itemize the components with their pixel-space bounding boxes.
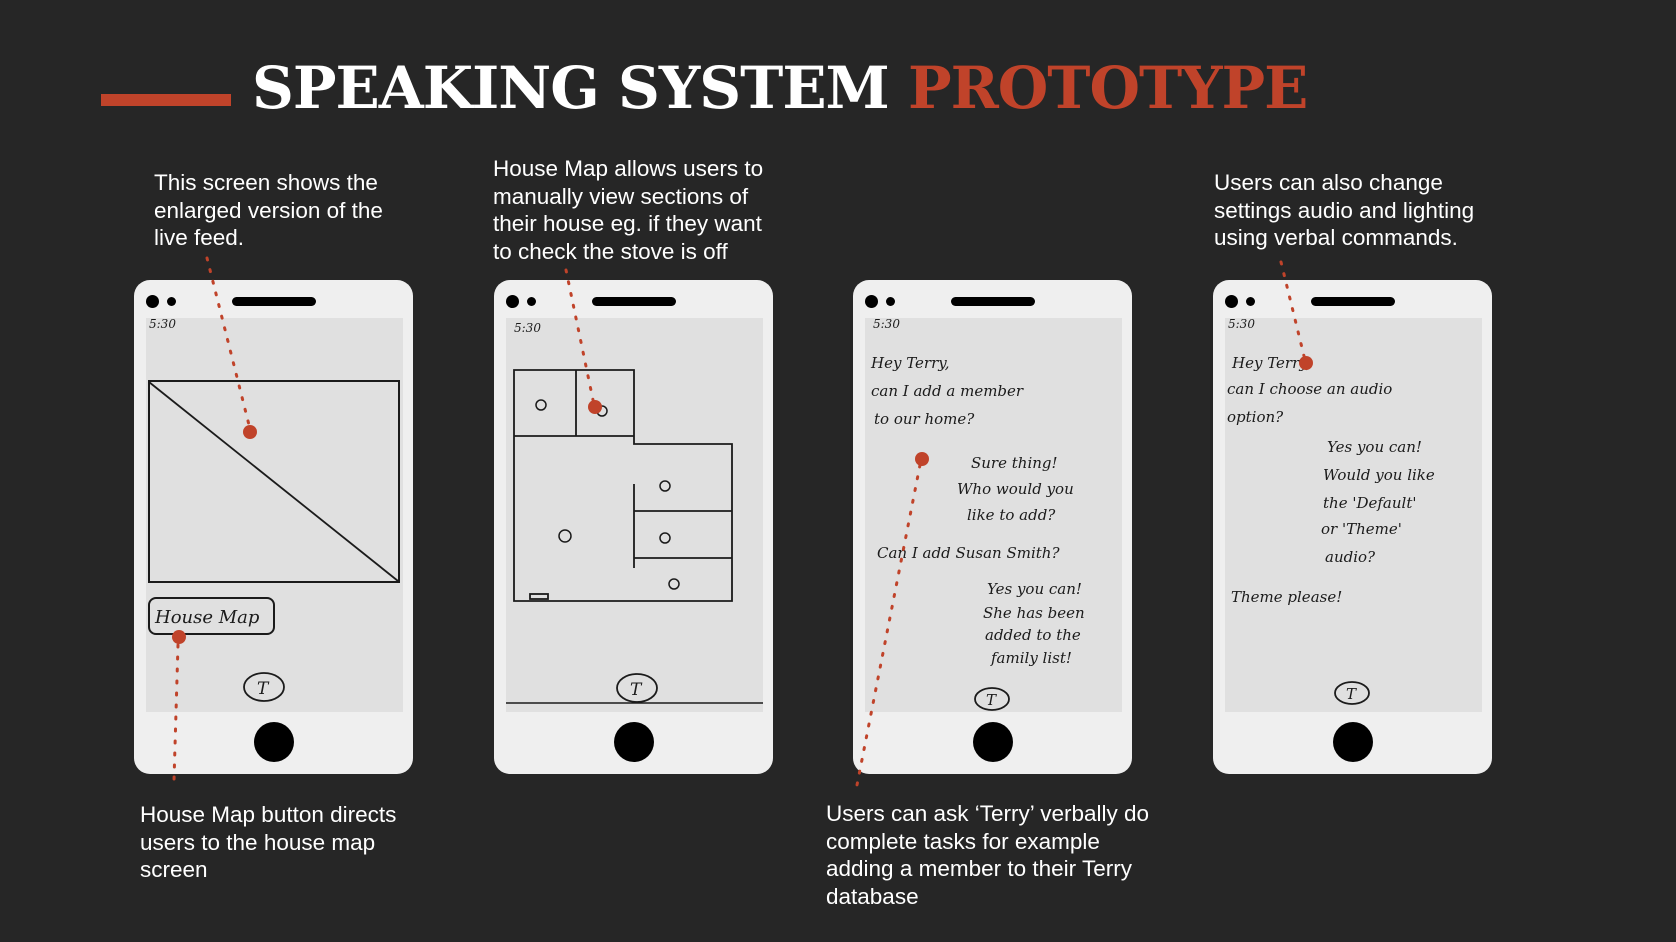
terry-logo-icon[interactable]: T bbox=[243, 672, 285, 702]
status-time: 5:30 bbox=[149, 318, 176, 331]
sketch-member-chat: 5:30 Hey Terry, can I add a member to ou… bbox=[870, 318, 1085, 711]
user-message-line: Theme please! bbox=[1231, 588, 1342, 606]
screen-audio-chat: 5:30 Hey Terry, can I choose an audio op… bbox=[1225, 318, 1482, 712]
caption-line: manually view sections of bbox=[493, 183, 749, 209]
sensor-icon bbox=[886, 297, 895, 306]
camera-icon bbox=[146, 295, 159, 308]
speaker-grille bbox=[592, 297, 676, 306]
terry-reply-line: Would you like bbox=[1323, 466, 1435, 484]
caption-ask-terry: Users can ask ‘Terry’ verbally do comple… bbox=[826, 800, 1149, 910]
caption-house-map-button: House Map button directs users to the ho… bbox=[140, 801, 396, 884]
speaker-grille bbox=[232, 297, 316, 306]
terry-logo-icon[interactable]: T bbox=[616, 673, 658, 703]
phone-house-map: 5:30 T bbox=[494, 280, 773, 774]
user-message-line: Hey Terry, bbox=[870, 354, 950, 372]
home-button[interactable] bbox=[254, 722, 294, 762]
terry-reply-line: added to the bbox=[985, 626, 1081, 644]
room-sensor-icon[interactable] bbox=[659, 480, 671, 492]
screen-member-chat: 5:30 Hey Terry, can I add a member to ou… bbox=[865, 318, 1122, 712]
home-button[interactable] bbox=[614, 722, 654, 762]
terry-reply-line: family list! bbox=[990, 649, 1072, 667]
sensor-icon bbox=[527, 297, 536, 306]
caption-line: This screen shows the bbox=[154, 170, 378, 195]
caption-line: House Map allows users to bbox=[493, 156, 764, 181]
user-message-line: Hey Terry, bbox=[1231, 354, 1311, 372]
terry-reply-line: Who would you bbox=[957, 480, 1074, 498]
room-sensor-icon[interactable] bbox=[596, 405, 608, 417]
speaker-grille bbox=[1311, 297, 1395, 306]
caption-line: live feed. bbox=[154, 225, 245, 250]
home-button[interactable] bbox=[973, 722, 1013, 762]
status-time: 5:30 bbox=[514, 321, 541, 335]
screen-live-feed: 5:30 House Map T bbox=[146, 318, 403, 712]
caption-line: enlarged version of the bbox=[154, 197, 383, 223]
sketch-live-feed: 5:30 House Map T bbox=[148, 318, 400, 702]
camera-icon bbox=[865, 295, 878, 308]
caption-line: adding a member to their Terry bbox=[826, 856, 1132, 881]
title-main: SPEAKING SYSTEM bbox=[252, 54, 890, 122]
room-sensor-icon[interactable] bbox=[535, 399, 547, 411]
phone-live-feed: 5:30 House Map T bbox=[134, 280, 413, 774]
user-message-line: Can I add Susan Smith? bbox=[877, 544, 1060, 562]
house-map-button[interactable]: House Map bbox=[148, 597, 275, 635]
terry-reply-line: Sure thing! bbox=[971, 454, 1058, 472]
home-button[interactable] bbox=[1333, 722, 1373, 762]
status-time: 5:30 bbox=[1228, 318, 1255, 331]
caption-line: database bbox=[826, 883, 919, 909]
caption-line: users to the house map bbox=[140, 829, 376, 855]
caption-line: settings audio and lighting bbox=[1214, 197, 1475, 223]
terry-reply-line: the 'Default' bbox=[1323, 494, 1416, 512]
caption-house-map-view: House Map allows users to manually view … bbox=[493, 155, 763, 265]
caption-live-feed: This screen shows the enlarged version o… bbox=[154, 169, 383, 252]
caption-line: screen bbox=[140, 857, 208, 882]
title-accent-bar bbox=[101, 94, 231, 106]
speaker-grille bbox=[951, 297, 1035, 306]
camera-icon bbox=[506, 295, 519, 308]
caption-line: to check the stove is off bbox=[493, 238, 728, 264]
room-sensor-icon[interactable] bbox=[668, 578, 680, 590]
title-accent: PROTOTYPE bbox=[907, 54, 1308, 122]
terry-reply-line: Yes you can! bbox=[987, 580, 1082, 598]
terry-reply-line: audio? bbox=[1325, 548, 1376, 566]
status-time: 5:30 bbox=[873, 318, 900, 331]
live-feed-video[interactable] bbox=[148, 380, 400, 583]
room-sensor-icon[interactable] bbox=[558, 529, 572, 543]
user-message-line: can I choose an audio bbox=[1227, 380, 1392, 398]
terry-reply-line: She has been bbox=[983, 604, 1085, 622]
terry-logo-icon[interactable]: T bbox=[974, 687, 1010, 711]
caption-line: using verbal commands. bbox=[1214, 225, 1458, 250]
camera-icon bbox=[1225, 295, 1238, 308]
sketch-house-map: 5:30 T bbox=[506, 321, 763, 704]
room-sensor-icon[interactable] bbox=[659, 532, 671, 544]
terry-logo-letter: T bbox=[257, 679, 270, 699]
terry-logo-letter: T bbox=[630, 680, 643, 700]
caption-settings: Users can also change settings audio and… bbox=[1214, 169, 1474, 252]
terry-logo-letter: T bbox=[1346, 685, 1357, 703]
sensor-icon bbox=[167, 297, 176, 306]
user-message-line: can I add a member bbox=[871, 382, 1024, 400]
caption-line: Users can also change bbox=[1214, 170, 1443, 195]
caption-line: their house eg. if they want bbox=[493, 211, 762, 236]
terry-logo-icon[interactable]: T bbox=[1334, 681, 1370, 705]
caption-line: Users can ask ‘Terry’ verbally do bbox=[826, 801, 1150, 826]
user-message-line: option? bbox=[1227, 408, 1284, 426]
slide-title: SPEAKING SYSTEM PROTOTYPE bbox=[252, 52, 1308, 124]
phone-member-chat: 5:30 Hey Terry, can I add a member to ou… bbox=[853, 280, 1132, 774]
phone-audio-chat: 5:30 Hey Terry, can I choose an audio op… bbox=[1213, 280, 1492, 774]
user-message-line: to our home? bbox=[874, 410, 975, 428]
caption-line: complete tasks for example bbox=[826, 828, 1100, 854]
sketch-audio-chat: 5:30 Hey Terry, can I choose an audio op… bbox=[1227, 318, 1435, 705]
terry-reply-line: like to add? bbox=[967, 506, 1056, 524]
screen-house-map: 5:30 T bbox=[506, 318, 763, 712]
house-map-button-label: House Map bbox=[154, 607, 260, 628]
caption-line: House Map button directs bbox=[140, 802, 397, 827]
terry-logo-letter: T bbox=[986, 691, 997, 709]
terry-reply-line: Yes you can! bbox=[1327, 438, 1422, 456]
terry-reply-line: or 'Theme' bbox=[1321, 520, 1402, 538]
sensor-icon bbox=[1246, 297, 1255, 306]
